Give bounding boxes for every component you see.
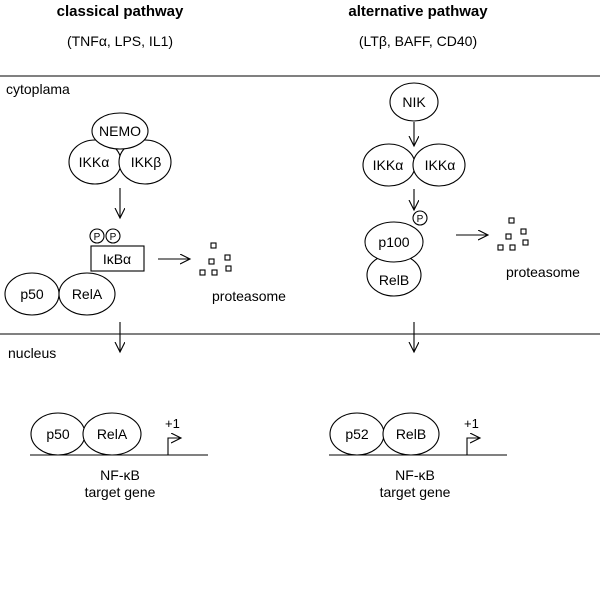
classical-ikk-complex: NEMO IKKα IKKβ <box>68 112 172 185</box>
nemo-label: NEMO <box>99 123 141 139</box>
ikk-beta-label: IKKβ <box>131 154 162 170</box>
nuclear-p52-label: p52 <box>345 426 369 442</box>
classical-target-gene-line2: target gene <box>85 484 156 500</box>
phospho-label-1: P <box>94 232 101 243</box>
classical-tss-label: +1 <box>165 416 180 431</box>
alternative-nuclear-complex: p52 RelB <box>329 412 440 456</box>
ikk-alpha-node-2 <box>412 143 466 187</box>
alternative-target-gene-line1: NF-κB <box>395 467 435 483</box>
alternative-tss-arrow <box>466 438 480 455</box>
alternative-p100-complex: P p100 RelB <box>364 210 428 297</box>
classical-target-gene-line1: NF-κB <box>100 467 140 483</box>
classical-proteasome-icon <box>199 242 232 276</box>
nuclear-rela-label: RelA <box>97 426 128 442</box>
nuclear-p50-label: p50 <box>46 426 70 442</box>
ikba-box <box>90 245 145 272</box>
alternative-pathway-title: alternative pathway <box>348 3 488 20</box>
alternative-pathway-stimuli: (LTβ, BAFF, CD40) <box>359 33 477 49</box>
phospho-label-2: P <box>110 232 117 243</box>
alternative-proteasome-icon <box>497 217 529 251</box>
classical-pathway-title: classical pathway <box>57 3 184 20</box>
alternative-tss-label: +1 <box>464 416 479 431</box>
nik-label: NIK <box>402 94 426 110</box>
classical-nuclear-complex: p50 RelA <box>30 412 142 456</box>
p100-phospho-label: P <box>417 214 424 225</box>
nik-node <box>389 82 439 122</box>
phospho-circle-2 <box>105 228 121 244</box>
p100-node <box>364 221 424 263</box>
classical-pathway-stimuli: (TNFα, LPS, IL1) <box>67 33 173 49</box>
nuclear-relb-label: RelB <box>396 426 426 442</box>
cytoplasm-label: cytoplama <box>6 81 70 97</box>
rela-label: RelA <box>72 286 103 302</box>
p50-label: p50 <box>20 286 44 302</box>
classical-tss-arrow <box>167 438 181 455</box>
rela-node <box>58 272 116 316</box>
alternative-proteasome-label: proteasome <box>506 264 580 280</box>
nemo-node <box>91 112 149 150</box>
nucleus-label: nucleus <box>8 345 56 361</box>
ikk-alpha-label-1: IKKα <box>373 157 404 173</box>
relb-label: RelB <box>379 272 409 288</box>
ikba-label: IκBα <box>103 251 131 267</box>
phospho-circle-1 <box>89 228 105 244</box>
classical-ikba-complex: P P IκBα p50 RelA <box>4 228 145 316</box>
classical-proteasome-label: proteasome <box>212 288 286 304</box>
p100-phospho-circle <box>412 210 428 226</box>
ikk-alpha-label: IKKα <box>79 154 110 170</box>
p100-label: p100 <box>378 234 409 250</box>
ikk-alpha-label-2: IKKα <box>425 157 456 173</box>
alternative-ikk-complex: IKKα IKKα <box>362 143 466 187</box>
alternative-target-gene-line2: target gene <box>380 484 451 500</box>
